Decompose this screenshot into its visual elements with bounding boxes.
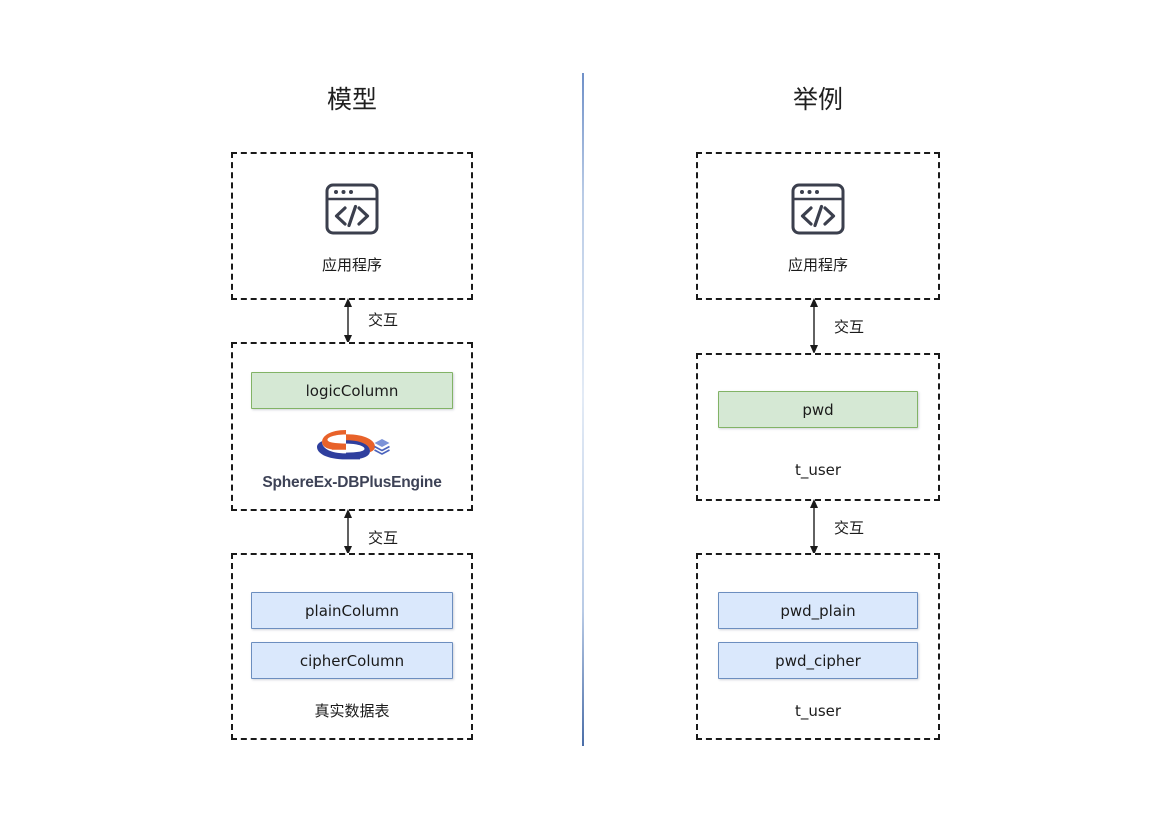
sphereex-brand-text: SphereEx-DBPlusEngine [262, 474, 442, 491]
example-connector-app-engine-label: 交互 [834, 318, 865, 336]
code-window-icon [791, 183, 845, 235]
example-storage-caption: t_user [794, 702, 842, 720]
model-connector-app-engine [344, 298, 352, 344]
model-application-layer [231, 152, 473, 300]
example-application-layer [696, 152, 940, 300]
example-pwd-plain-chip[interactable]: pwd_plain [718, 592, 918, 629]
model-application-caption: 应用程序 [321, 256, 382, 274]
example-pwd-cipher-chip[interactable]: pwd_cipher [718, 642, 918, 679]
model-cipher-column-chip[interactable]: cipherColumn [251, 642, 453, 679]
model-connector-app-engine-label: 交互 [368, 311, 399, 329]
sphereex-logo-icon [317, 430, 390, 460]
example-pwd-chip[interactable]: pwd [718, 391, 918, 428]
column-title-example: 举例 [792, 85, 843, 114]
column-divider [582, 73, 584, 746]
model-plain-column-chip[interactable]: plainColumn [251, 592, 453, 629]
model-connector-engine-storage-label: 交互 [368, 529, 399, 547]
example-connector-engine-storage-label: 交互 [834, 519, 865, 537]
example-connector-engine-storage [810, 499, 818, 555]
model-connector-engine-storage [344, 509, 352, 555]
example-application-caption: 应用程序 [787, 256, 848, 274]
model-storage-caption: 真实数据表 [314, 702, 390, 720]
example-connector-app-engine [810, 298, 818, 354]
model-engine-layer [231, 342, 473, 511]
model-logic-column-chip[interactable]: logicColumn [251, 372, 453, 409]
code-window-icon [325, 183, 379, 235]
example-engine-caption: t_user [794, 461, 842, 479]
column-title-model: 模型 [326, 85, 377, 114]
